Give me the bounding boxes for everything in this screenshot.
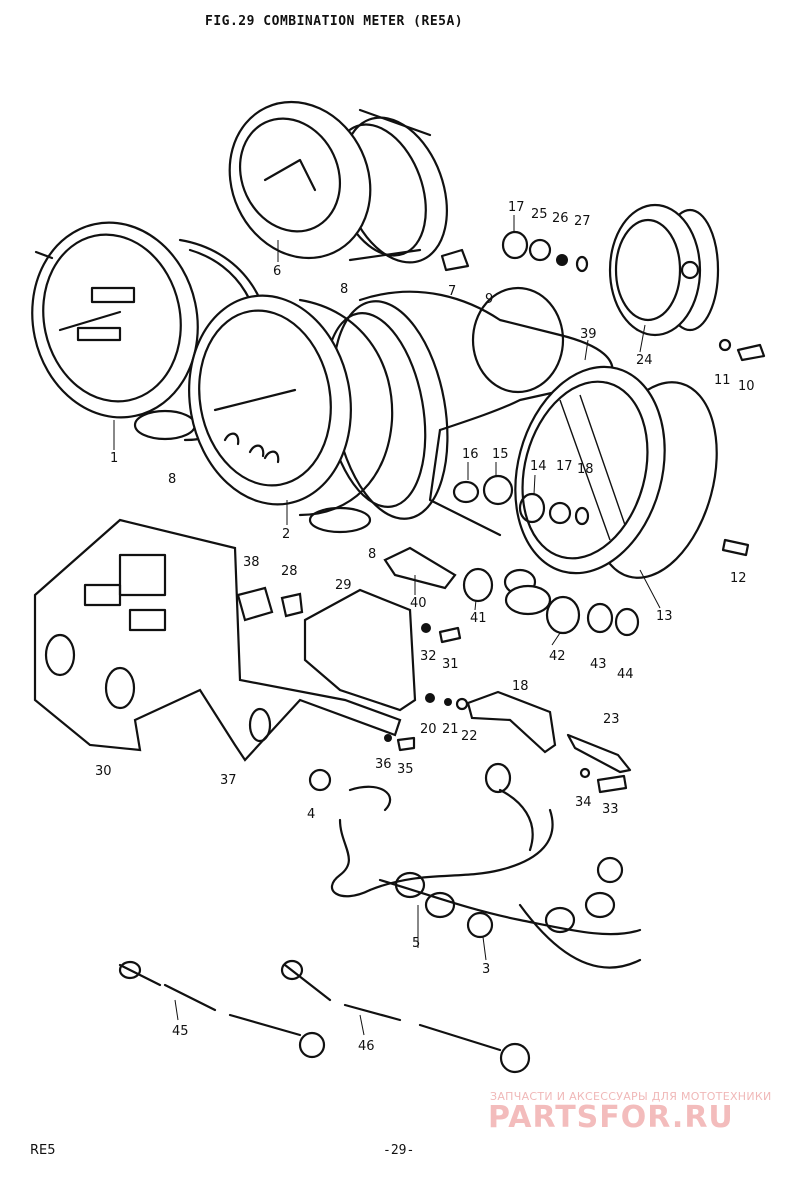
callout-40: 40 [410,596,427,611]
callout-31: 31 [442,657,459,672]
callout-8-top: 8 [340,282,348,297]
callout-13: 13 [656,609,673,624]
callout-18-mid: 18 [577,462,594,477]
callout-41: 41 [470,611,487,626]
callout-9: 9 [485,292,493,307]
callout-10: 10 [738,379,755,394]
callout-20: 20 [420,722,437,737]
callout-21: 21 [442,722,459,737]
small-parts-drawing [236,586,304,622]
callout-6: 6 [273,264,281,279]
callout-11: 11 [714,373,731,388]
callout-34: 34 [575,795,592,810]
callout-22: 22 [461,729,478,744]
callout-30: 30 [95,764,112,779]
callout-16: 16 [462,447,479,462]
page-number: -29- [383,1143,415,1158]
callout-46: 46 [358,1039,375,1054]
figure-title: FIG.29 COMBINATION METER (RE5A) [205,14,464,29]
callout-45: 45 [172,1024,189,1039]
callout-7: 7 [448,284,456,299]
callout-28: 28 [281,564,298,579]
callout-36: 36 [375,757,392,772]
callout-17-mid: 17 [556,459,573,474]
callout-24: 24 [636,353,653,368]
callout-12: 12 [730,571,747,586]
lamp-housing-drawing [608,203,720,337]
callout-4: 4 [307,807,315,822]
callout-17-top: 17 [508,200,525,215]
callout-44: 44 [617,667,634,682]
callout-42: 42 [549,649,566,664]
callout-18-low: 18 [512,679,529,694]
callout-27: 27 [574,214,591,229]
lower-panel-drawing [33,518,402,762]
watermark-logo: PARTSFOR.RU [488,1100,734,1135]
indicator-meter-drawing [228,100,448,264]
callout-14: 14 [530,459,547,474]
callout-5: 5 [412,936,420,951]
callout-39: 39 [580,327,597,342]
watermark-tagline: ЗАПЧАСТИ И АКСЕССУАРЫ ДЛЯ МОТОТЕХНИКИ [490,1090,772,1103]
fasteners-drawing [440,230,766,557]
callout-26: 26 [552,211,569,226]
callout-3: 3 [482,962,490,977]
callout-1: 1 [110,451,118,466]
callout-15: 15 [492,447,509,462]
meter-housing-drawing [514,365,718,579]
bulb-socket-drawing [452,474,590,526]
callout-23: 23 [603,712,620,727]
bracket-29-drawing [303,588,417,712]
callout-37: 37 [220,773,237,788]
small-fasteners-drawing [384,623,469,752]
callout-43: 43 [590,657,607,672]
leader-lines [113,215,661,1036]
callout-25: 25 [531,207,548,222]
spacer-parts-drawing [383,546,640,637]
callout-8-left: 8 [168,472,176,487]
callout-29: 29 [335,578,352,593]
plate-parts-drawing [466,690,632,794]
callout-labels: 1 2 3 4 5 6 7 8 8 8 9 10 11 12 13 14 15 … [95,200,755,1054]
wiring-harness-drawing [308,762,642,969]
callout-33: 33 [602,802,619,817]
tachometer-drawing [188,294,449,534]
meter-case-drawing [358,286,614,596]
meter-cables-drawing [118,959,531,1074]
callout-38: 38 [243,555,260,570]
callout-32: 32 [420,649,437,664]
speedometer-drawing [31,221,272,442]
callout-2: 2 [282,527,290,542]
model-code: RE5 [30,1143,56,1158]
callout-35: 35 [397,762,414,777]
callout-8-mid: 8 [368,547,376,562]
